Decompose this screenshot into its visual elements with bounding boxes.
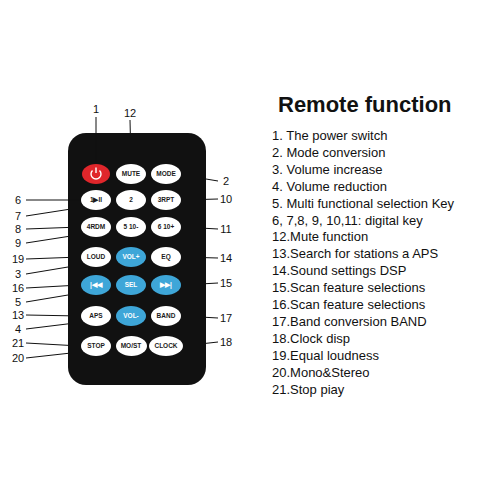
remote-button: 6 10+ (151, 217, 181, 237)
remote-button: MO/ST (116, 336, 147, 356)
remote-button: 3RPT (151, 190, 181, 210)
button-label: BAND (157, 313, 176, 320)
remote-button: 2 (116, 190, 146, 210)
button-label: 6 10+ (158, 224, 174, 231)
callout-number: 21 (12, 337, 24, 349)
callout-number: 20 (12, 352, 24, 364)
function-item: 14.Sound settings DSP (272, 264, 406, 278)
function-item: 16.Scan feature selections (272, 298, 425, 312)
function-item: 3. Volume increase (272, 163, 383, 177)
button-label: STOP (87, 343, 105, 350)
remote-button: 1▶II (81, 190, 111, 210)
function-item: 17.Band conversion BAND (272, 315, 427, 329)
callout-number: 11 (220, 223, 231, 235)
button-label: |◀◀ (90, 282, 102, 289)
button-label: 4RDM (87, 224, 105, 231)
function-item: 4. Volume reduction (272, 180, 387, 194)
button-label: MO/ST (121, 343, 142, 350)
button-label: CLOCK (154, 343, 177, 350)
button-label: 2 (129, 197, 133, 204)
callout-number: 19 (12, 253, 24, 265)
remote-button: VOL- (116, 306, 146, 326)
function-item: 1. The power switch (272, 129, 387, 143)
function-item: 21.Stop piay (272, 382, 344, 396)
function-item: 19.Equal loudness (272, 349, 379, 363)
callout-number: 5 (15, 296, 21, 308)
remote-button: VOL+ (116, 247, 146, 267)
remote-button: STOP (81, 336, 111, 356)
button-label: MUTE (122, 171, 140, 178)
button-label: EQ (161, 254, 170, 261)
callout-number: 6 (15, 194, 21, 206)
remote-button: EQ (151, 247, 181, 267)
callout-number: 9 (15, 237, 21, 249)
callout-number: 13 (12, 309, 24, 321)
function-item: 18.Clock disp (272, 332, 350, 346)
function-item: 20.Mono&Stereo (272, 365, 370, 379)
remote-button: ▶▶| (151, 275, 181, 295)
function-item: 6, 7,8, 9, 10,11: digital key (272, 213, 423, 227)
remote-button: MODE (151, 164, 181, 184)
remote-button: LOUD (81, 247, 111, 267)
button-label: 1▶II (90, 197, 102, 204)
remote-button: |◀◀ (81, 275, 111, 295)
button-label: MODE (156, 171, 176, 178)
remote-button: BAND (151, 306, 181, 326)
callout-number: 1 (93, 103, 99, 115)
function-item: 15.Scan feature selections (272, 281, 425, 295)
remote-button: SEL (116, 275, 146, 295)
callout-number: 17 (220, 312, 232, 324)
button-label: ▶▶| (160, 282, 172, 289)
button-label: 3RPT (158, 197, 175, 204)
callout-number: 15 (220, 277, 232, 289)
callout-number: 3 (15, 268, 21, 280)
button-label: SEL (125, 282, 138, 289)
leader-lines (26, 117, 218, 358)
function-item: 13.Search for stations a APS (272, 247, 438, 261)
callout-number: 12 (124, 107, 136, 119)
heading: Remote function (278, 92, 452, 118)
remote-body (68, 133, 206, 385)
callout-number: 8 (15, 223, 21, 235)
button-label: APS (89, 313, 102, 320)
callout-number: 16 (12, 282, 24, 294)
callout-number: 2 (223, 175, 229, 187)
remote-button: 4RDM (81, 217, 111, 237)
function-item: 2. Mode conversion (272, 146, 385, 160)
button-label: 5 10- (124, 224, 139, 231)
callout-number: 4 (15, 323, 21, 335)
callout-number: 14 (220, 252, 232, 264)
function-item: 5. Multi functional selection Key (272, 196, 454, 210)
remote-button: APS (81, 306, 111, 326)
callout-number: 10 (220, 193, 232, 205)
function-item: 12.Mute function (272, 230, 368, 244)
callout-number: 7 (15, 210, 21, 222)
button-label: LOUD (87, 254, 105, 261)
callout-number: 18 (220, 336, 232, 348)
power-button (82, 164, 110, 184)
button-label: VOL- (123, 313, 139, 320)
remote-button: MUTE (116, 164, 146, 184)
remote-button: CLOCK (149, 336, 183, 356)
button-label: VOL+ (122, 254, 139, 261)
remote-button: 5 10- (116, 217, 146, 237)
